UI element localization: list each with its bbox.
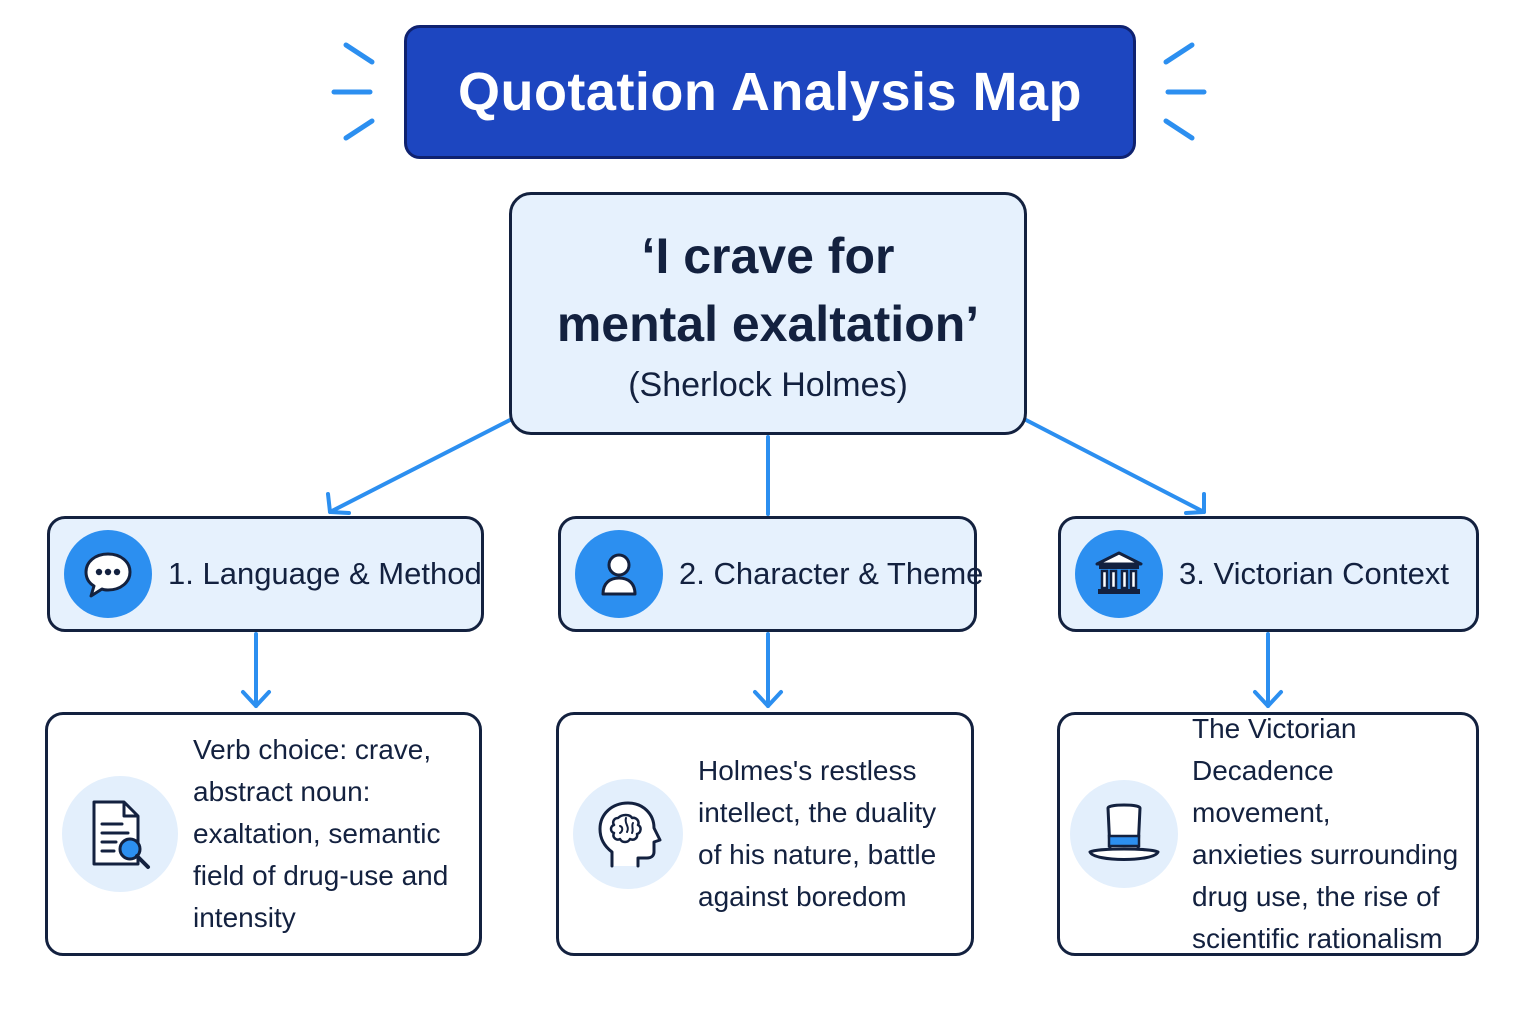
- speech-bubble-icon: [64, 530, 152, 618]
- brain-head-icon: [573, 779, 683, 889]
- quote-box: ‘I crave for mental exaltation’ (Sherloc…: [509, 192, 1027, 435]
- quote-line-2: mental exaltation’: [556, 296, 980, 352]
- detail-line: field of drug-use and: [193, 860, 449, 891]
- detail-line: anxieties surrounding: [1192, 839, 1459, 870]
- category-label: 1. Language & Method: [168, 556, 482, 591]
- detail-line: The Victorian: [1192, 713, 1357, 744]
- detail-line: intensity: [193, 902, 296, 933]
- top-hat-icon: [1070, 780, 1178, 888]
- museum-building-icon: [1075, 530, 1163, 618]
- quote-line-1: ‘I crave for: [641, 228, 895, 284]
- detail-line: Holmes's restless: [698, 755, 917, 786]
- detail-victorian-context: The Victorian Decadence movement, anxiet…: [1057, 712, 1479, 956]
- detail-text: Holmes's restless intellect, the duality…: [698, 750, 936, 918]
- person-icon: [575, 530, 663, 618]
- detail-line: scientific rationalism: [1192, 923, 1443, 954]
- detail-line: Verb choice: crave,: [193, 734, 432, 765]
- detail-text: Verb choice: crave, abstract noun: exalt…: [193, 729, 448, 939]
- connector-arrows: [241, 418, 1283, 708]
- category-victorian-context: 3. Victorian Context: [1058, 516, 1479, 632]
- category-label: 2. Character & Theme: [679, 556, 984, 591]
- map-title: Quotation Analysis Map: [457, 62, 1083, 122]
- category-character-theme: 2. Character & Theme: [558, 516, 983, 632]
- detail-line: exaltation, semantic: [193, 818, 441, 849]
- detail-character-theme: Holmes's restless intellect, the duality…: [556, 712, 974, 956]
- document-search-icon: [62, 776, 178, 892]
- detail-text: The Victorian Decadence movement, anxiet…: [1192, 708, 1476, 960]
- detail-line: against boredom: [698, 881, 907, 912]
- category-language-method: 1. Language & Method: [47, 516, 484, 632]
- detail-line: Decadence movement,: [1192, 755, 1334, 828]
- detail-line: abstract noun:: [193, 776, 371, 807]
- detail-language-method: Verb choice: crave, abstract noun: exalt…: [45, 712, 482, 956]
- detail-line: intellect, the duality: [698, 797, 937, 828]
- category-label: 3. Victorian Context: [1179, 556, 1449, 591]
- detail-line: of his nature, battle: [698, 839, 937, 870]
- detail-line: drug use, the rise of: [1192, 881, 1440, 912]
- quote-source: (Sherlock Holmes): [628, 366, 908, 404]
- title-banner: Quotation Analysis Map: [404, 25, 1136, 159]
- title-sparks: [331, 42, 1207, 141]
